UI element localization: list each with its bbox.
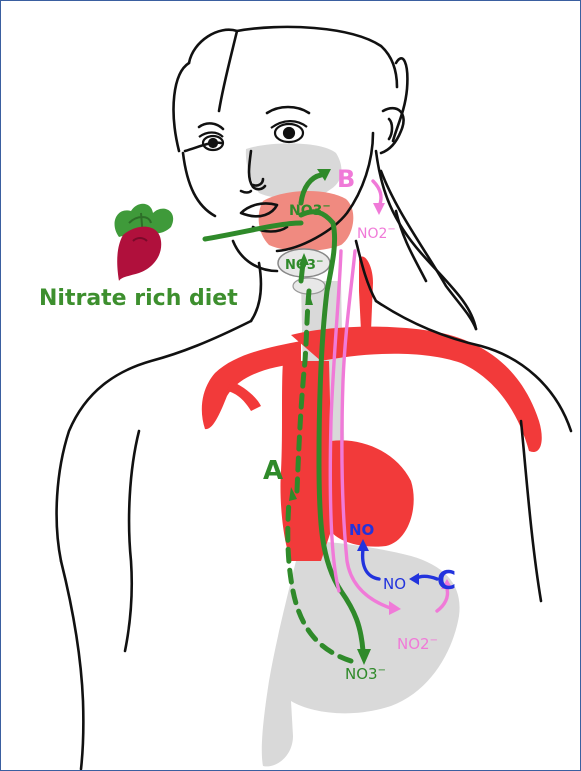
label-no3-gland-text: NO3 xyxy=(285,258,316,273)
label-no3-stomach-text: NO3 xyxy=(345,665,378,683)
heart-and-arteries xyxy=(202,256,542,561)
label-no-upper: NO xyxy=(349,521,374,539)
label-no2-throat-text: NO2 xyxy=(357,226,387,242)
label-no2-stomach-text: NO2 xyxy=(397,635,430,653)
label-no3-mouth-text: NO3 xyxy=(289,203,322,219)
label-b: B xyxy=(337,165,355,193)
label-no2-stomach-sup: − xyxy=(430,635,438,646)
label-a: A xyxy=(263,456,283,486)
label-no2-throat-sup: − xyxy=(387,224,395,235)
label-no3-stomach-sup: − xyxy=(378,665,386,676)
beetroot-icon xyxy=(115,204,174,281)
label-c: C xyxy=(437,566,456,596)
label-no-lower: NO xyxy=(383,575,406,593)
label-no3-mouth-sup: − xyxy=(322,201,330,212)
label-no3-gland-sup: − xyxy=(316,257,324,267)
diet-label: Nitrate rich diet xyxy=(39,286,238,311)
label-no2-throat: NO2− xyxy=(357,224,396,242)
